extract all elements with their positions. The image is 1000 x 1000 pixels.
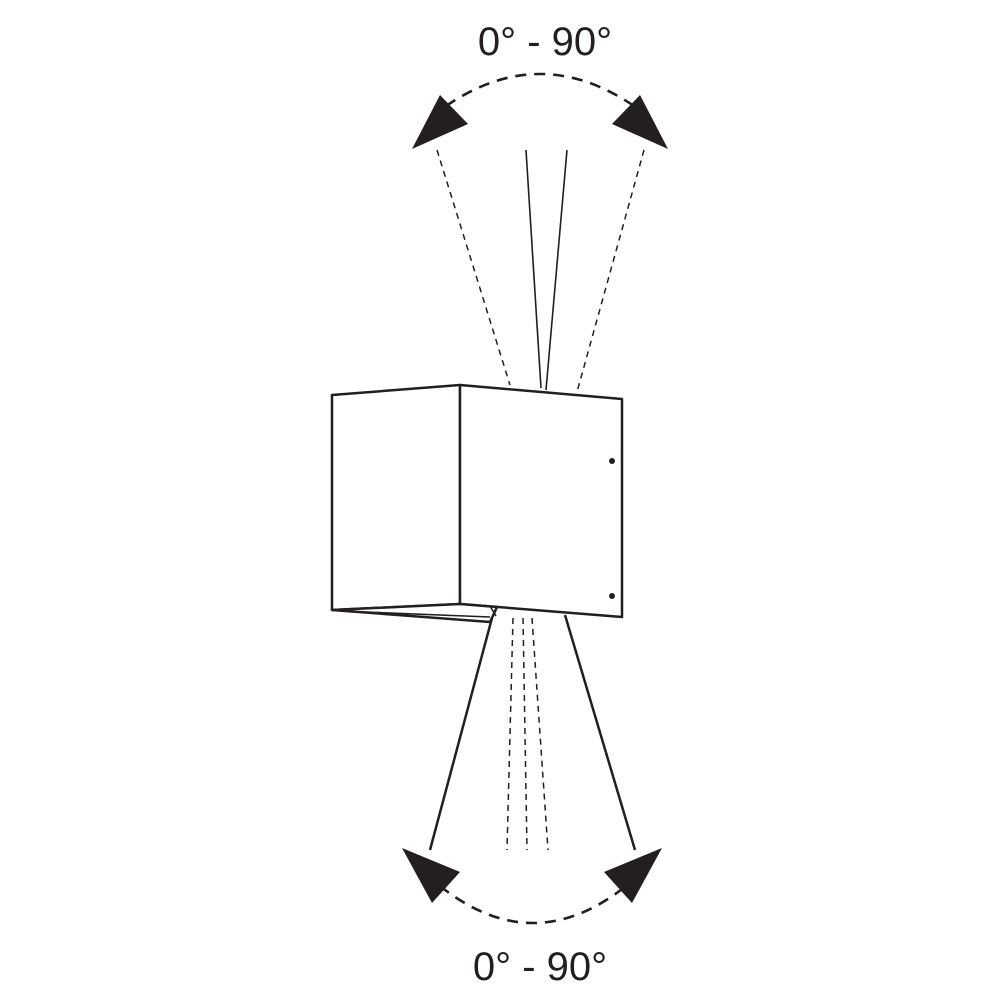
bottom-left-arrowhead bbox=[402, 848, 460, 903]
bottom-angle-arc bbox=[439, 884, 627, 925]
bottom-beam-min-center-line bbox=[522, 617, 528, 851]
fixture-screw-top bbox=[609, 458, 615, 464]
top-beam-max-right-line bbox=[576, 149, 645, 393]
top-beam-max-left-line bbox=[436, 149, 511, 386]
bottom-angle-label: 0° - 90° bbox=[473, 945, 607, 989]
fixture-screw-bottom bbox=[609, 593, 615, 599]
fixture-bottom-lens bbox=[330, 602, 499, 624]
top-beam-min-right-line bbox=[545, 149, 568, 391]
fixture-front-face bbox=[330, 383, 462, 612]
bottom-beam-max-left-line bbox=[428, 617, 494, 851]
bottom-right-arrowhead bbox=[604, 848, 662, 903]
wall-light-fixture bbox=[330, 383, 624, 624]
bottom-beam-max-right-line bbox=[563, 614, 637, 851]
top-angle-label: 0° - 90° bbox=[478, 20, 612, 64]
bottom-beam-min-left-line bbox=[506, 617, 514, 851]
top-left-arrowhead bbox=[412, 95, 468, 149]
fixture-lens-edge bbox=[339, 610, 491, 618]
fixture-lens-edge-2 bbox=[489, 605, 497, 617]
top-right-arrowhead bbox=[612, 95, 668, 149]
top-angle-arc bbox=[445, 72, 635, 108]
top-beam-min-left-line bbox=[525, 149, 542, 389]
fixture-side-face bbox=[458, 383, 624, 619]
bottom-beam-min-right-line bbox=[531, 617, 549, 851]
